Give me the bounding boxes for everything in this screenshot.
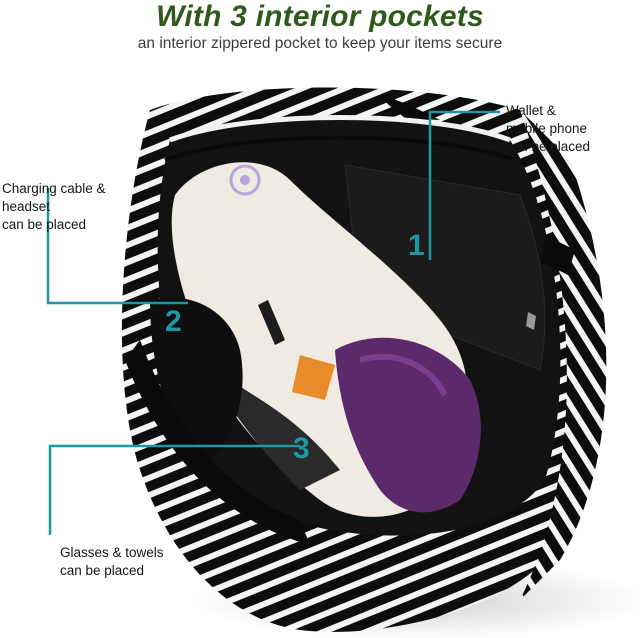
callout-number-1: 1 <box>408 229 425 262</box>
callout-text-3: Glasses & towels can be placed <box>60 545 164 578</box>
handle-right <box>542 235 575 275</box>
front-pocket <box>150 297 243 470</box>
handle-left <box>125 340 310 545</box>
purple-fabric <box>335 337 481 513</box>
callout-line-1 <box>428 110 500 260</box>
callout-text-1: Wallet & mobile phone can be placed <box>506 103 591 154</box>
flower-print <box>229 164 261 196</box>
page-subtitle: an interior zippered pocket to keep your… <box>137 35 503 52</box>
page-title: With 3 interior pockets <box>156 0 484 33</box>
bag-side-panel <box>520 110 607 600</box>
callout-text-2: Charging cable & headset can be placed <box>2 181 106 232</box>
orange-accent <box>292 355 335 400</box>
handle-top <box>380 95 440 120</box>
bag-rim <box>169 115 511 143</box>
inner-pocket-1 <box>344 164 546 371</box>
callout-number-3: 3 <box>293 432 310 465</box>
zipper-icon <box>526 312 536 330</box>
callout-line-2 <box>46 188 188 305</box>
callout-number-2: 2 <box>165 305 182 338</box>
callout-line-3 <box>48 444 300 535</box>
